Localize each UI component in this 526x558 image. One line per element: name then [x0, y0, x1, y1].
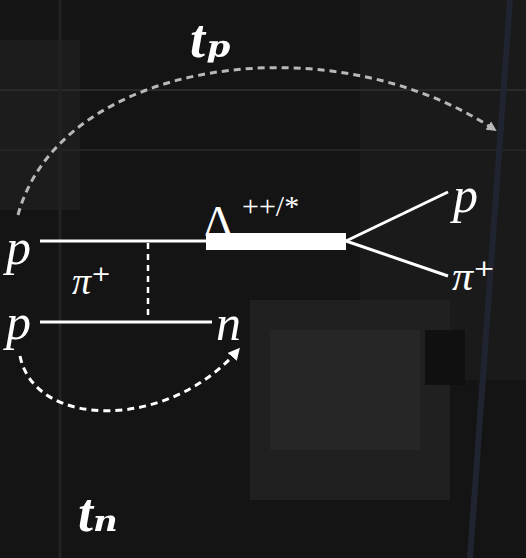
time-variable: tₚ: [190, 12, 232, 66]
particle-name: p: [453, 170, 478, 220]
pion-exchange: [147, 243, 150, 320]
particle-name: π⁺: [72, 262, 111, 300]
proton-line: [40, 321, 212, 324]
proton-line: [40, 240, 206, 243]
particle-name: p: [6, 297, 31, 347]
outgoing-line: [346, 241, 448, 276]
particle-name: n: [216, 298, 241, 348]
momentum-transfer-arc: [20, 350, 238, 411]
particle-name: Δ: [204, 200, 232, 244]
charge-superscript: ++/*: [242, 191, 299, 221]
particle-name: π⁺: [452, 255, 495, 297]
time-variable: tₙ: [78, 486, 118, 540]
particle-name: p: [6, 222, 31, 272]
outgoing-line: [346, 192, 448, 241]
